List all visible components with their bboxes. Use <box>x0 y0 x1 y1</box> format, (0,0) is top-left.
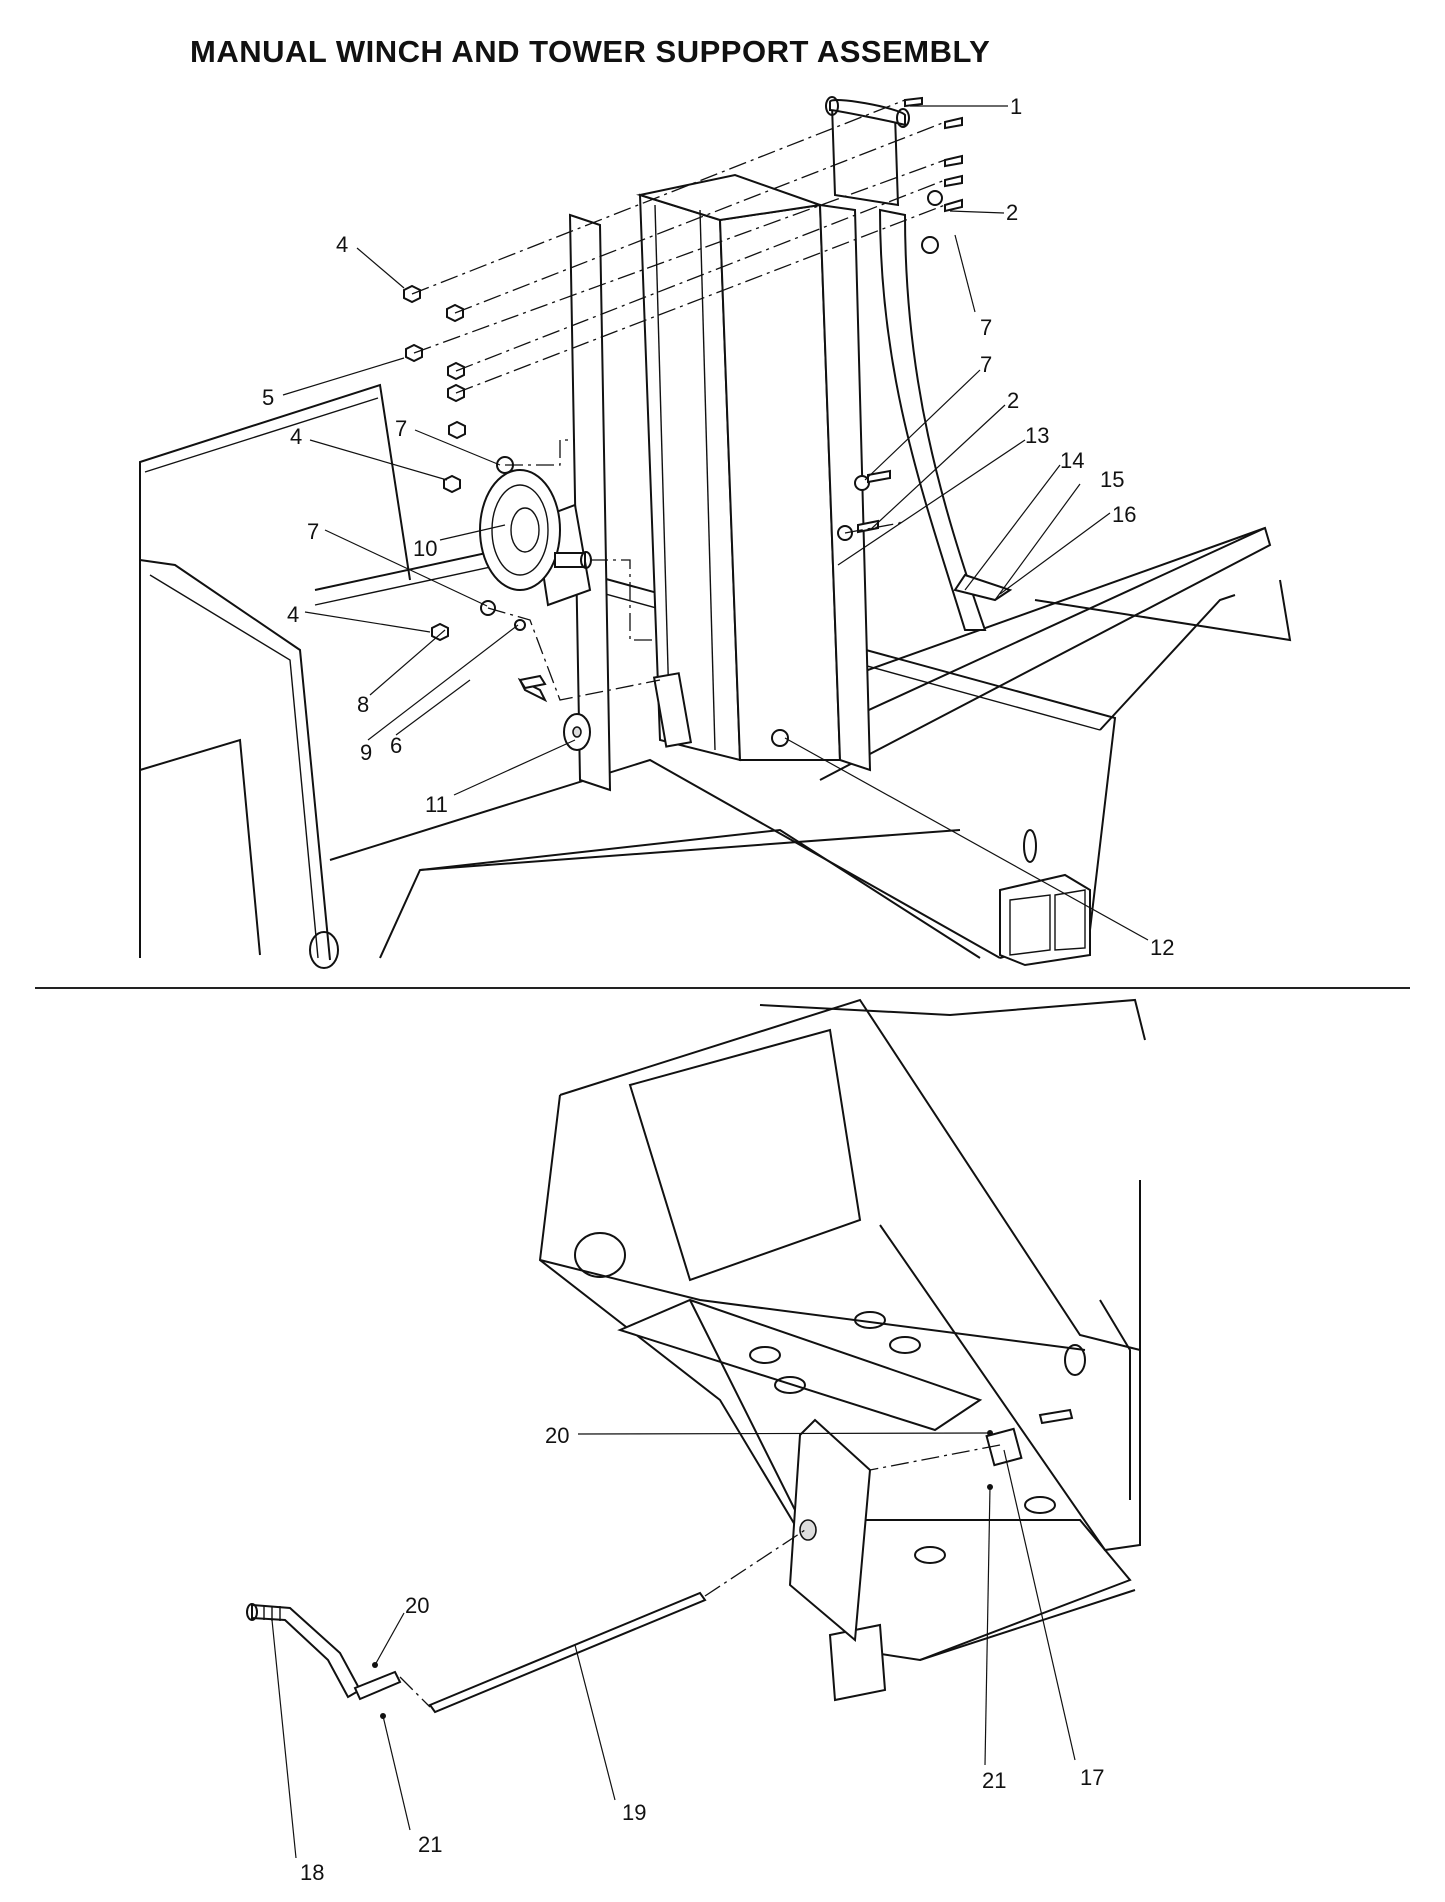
callout-7: 7 <box>980 315 992 340</box>
callout-7: 7 <box>980 352 992 377</box>
callout-17: 17 <box>1080 1765 1104 1790</box>
callout-10: 10 <box>413 536 437 561</box>
callout-8: 8 <box>357 692 369 717</box>
callout-13: 13 <box>1025 423 1049 448</box>
leader-lines <box>282 105 1149 941</box>
winch-shaft <box>554 552 586 568</box>
callout-1: 1 <box>1010 94 1022 119</box>
lower-frame-outline <box>559 998 1141 1351</box>
bottom-callout-labels: 20 20 17 21 19 21 18 <box>300 1423 1104 1885</box>
left-side-plate <box>139 383 411 958</box>
callout-9: 9 <box>360 740 372 765</box>
callout-4: 4 <box>287 602 299 627</box>
callout-14: 14 <box>1060 448 1084 473</box>
callout-18: 18 <box>300 1860 324 1885</box>
right-frame-rail <box>759 526 1272 781</box>
callout-19: 19 <box>622 1800 646 1825</box>
callout-4: 4 <box>290 424 302 449</box>
callout-2: 2 <box>1007 388 1019 413</box>
winch-drum <box>479 469 561 591</box>
lower-panel-cutout <box>628 1028 862 1282</box>
shaft-coupler <box>985 1427 1023 1467</box>
top-assembly <box>139 96 1292 969</box>
callout-12: 12 <box>1150 935 1174 960</box>
crank-handle-sleeve <box>353 1670 402 1701</box>
callout-20: 20 <box>545 1423 569 1448</box>
bottom-assembly <box>246 998 1146 1859</box>
crank-plate <box>788 1418 872 1643</box>
callout-2: 2 <box>1006 200 1018 225</box>
page-title: MANUAL WINCH AND TOWER SUPPORT ASSEMBLY <box>190 34 991 69</box>
hardware <box>403 96 963 690</box>
callout-20: 20 <box>405 1593 429 1618</box>
frame-floor <box>329 758 1001 959</box>
callout-21: 21 <box>418 1832 442 1857</box>
callout-5: 5 <box>262 385 274 410</box>
bottom-nut <box>771 729 789 747</box>
lower-hitch-tube <box>828 1623 887 1702</box>
lower-right-rail <box>879 1180 1141 1552</box>
callout-7: 7 <box>307 519 319 544</box>
section-divider <box>35 987 1410 989</box>
drive-shaft <box>428 1591 707 1714</box>
hitch-tube <box>999 873 1091 967</box>
callout-7: 7 <box>395 416 407 441</box>
lower-bracket <box>652 672 693 748</box>
callout-11: 11 <box>425 792 448 817</box>
callout-15: 15 <box>1100 467 1124 492</box>
callout-4: 4 <box>336 232 348 257</box>
callout-6: 6 <box>390 733 402 758</box>
tower-column-left <box>568 213 612 792</box>
top-handle-tube <box>829 98 906 127</box>
callout-21: 21 <box>982 1768 1006 1793</box>
crank-handle <box>251 1603 362 1699</box>
left-frame-rail <box>139 559 331 961</box>
top-callout-labels: 1 2 4 7 5 7 2 13 14 7 4 15 16 10 7 4 8 9… <box>262 94 1174 960</box>
curved-support-arm <box>878 208 987 631</box>
callout-16: 16 <box>1112 502 1136 527</box>
